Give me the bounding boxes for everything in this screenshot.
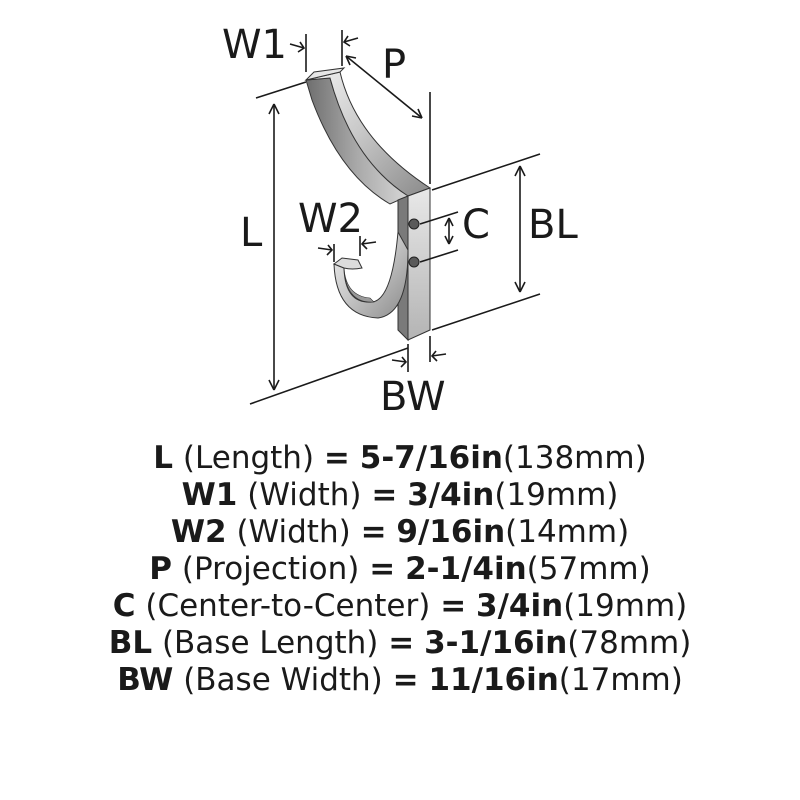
spec-imperial: 11/16in — [428, 662, 559, 698]
spec-imperial: 5-7/16in — [359, 440, 503, 476]
spec-imperial: 3-1/16in — [424, 625, 568, 661]
spec-line-length: L (Length) = 5-7/16in(138mm) — [0, 440, 800, 477]
spec-metric: (19mm) — [494, 477, 619, 513]
spec-line-base-length: BL (Base Length) = 3-1/16in(78mm) — [0, 625, 800, 662]
spec-line-width-2: W2 (Width) = 9/16in(14mm) — [0, 514, 800, 551]
specification-list: L (Length) = 5-7/16in(138mm) W1 (Width) … — [0, 440, 800, 699]
label-w2: W2 — [298, 196, 363, 242]
spec-code: BL — [108, 625, 153, 661]
label-c: C — [462, 202, 490, 248]
spec-metric: (138mm) — [502, 440, 647, 476]
spec-imperial: 9/16in — [396, 514, 506, 550]
spec-metric: (19mm) — [563, 588, 688, 624]
spec-line-center-to-center: C (Center-to-Center) = 3/4in(19mm) — [0, 588, 800, 625]
spec-desc: (Center-to-Center) — [145, 588, 431, 624]
spec-metric: (17mm) — [558, 662, 683, 698]
label-p: P — [382, 42, 406, 88]
spec-eq: = — [369, 551, 396, 587]
spec-code: P — [149, 551, 173, 587]
spec-desc: (Base Width) — [183, 662, 383, 698]
spec-imperial: 2-1/4in — [405, 551, 527, 587]
spec-metric: (57mm) — [526, 551, 651, 587]
spec-eq: = — [388, 625, 415, 661]
spec-eq: = — [440, 588, 467, 624]
spec-line-width-1: W1 (Width) = 3/4in(19mm) — [0, 477, 800, 514]
spec-code: W2 — [170, 514, 227, 550]
hook-dimension-diagram: W1 P L W2 C BL BW — [222, 22, 578, 420]
spec-desc: (Width) — [247, 477, 362, 513]
spec-code: W1 — [181, 477, 238, 513]
spec-line-base-width: BW (Base Width) = 11/16in(17mm) — [0, 662, 800, 699]
spec-code: L — [153, 440, 174, 476]
spec-code: C — [112, 588, 136, 624]
spec-imperial: 3/4in — [476, 588, 564, 624]
label-l: L — [240, 210, 263, 256]
spec-desc: (Width) — [236, 514, 351, 550]
dimension-lines — [249, 30, 541, 405]
label-w1: W1 — [222, 22, 287, 68]
spec-code: BW — [117, 662, 174, 698]
spec-line-projection: P (Projection) = 2-1/4in(57mm) — [0, 551, 800, 588]
spec-metric: (78mm) — [567, 625, 692, 661]
upper-screw-icon — [408, 218, 420, 230]
spec-imperial: 3/4in — [407, 477, 495, 513]
lower-screw-icon — [408, 256, 420, 268]
label-bl: BL — [528, 202, 578, 248]
spec-eq: = — [392, 662, 419, 698]
spec-eq: = — [360, 514, 387, 550]
spec-eq: = — [371, 477, 398, 513]
spec-desc: (Projection) — [181, 551, 360, 587]
spec-desc: (Length) — [182, 440, 315, 476]
coat-hook-illustration — [304, 67, 432, 342]
spec-eq: = — [323, 440, 350, 476]
label-bw: BW — [380, 374, 446, 420]
spec-desc: (Base Length) — [161, 625, 379, 661]
spec-metric: (14mm) — [505, 514, 630, 550]
